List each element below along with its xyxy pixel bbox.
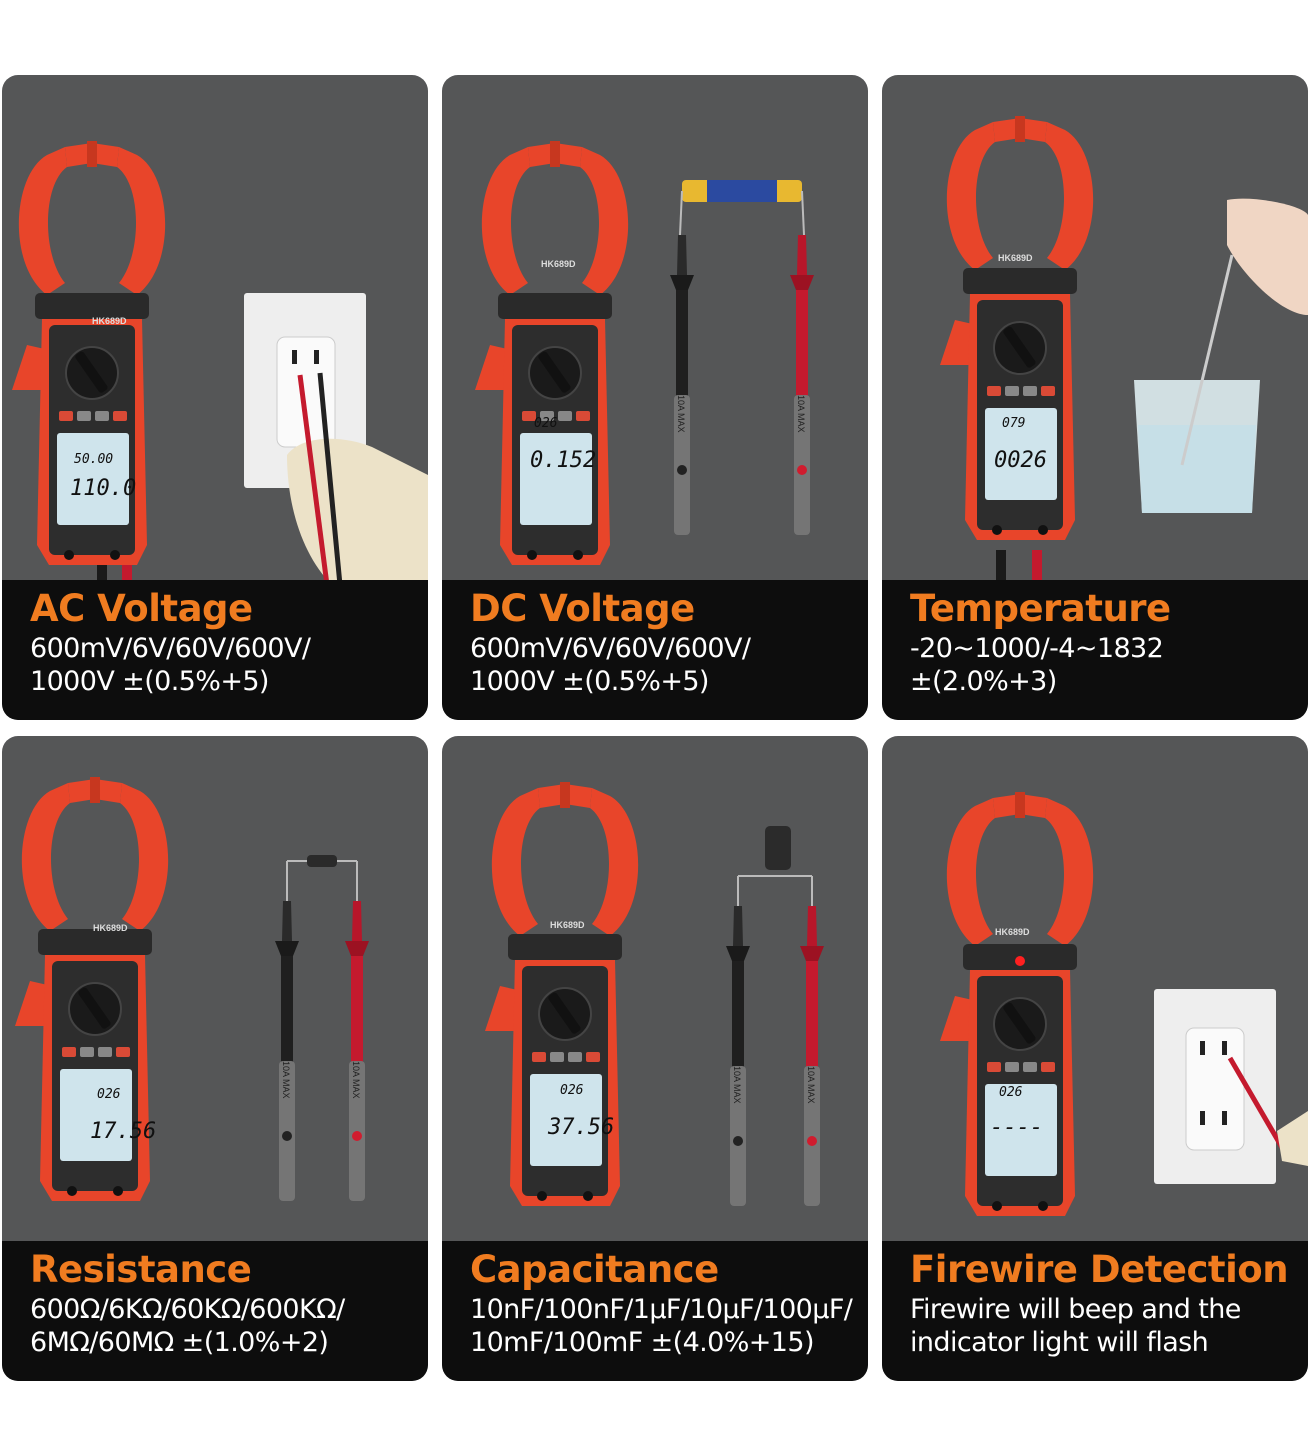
model-label: HK689D (93, 923, 128, 933)
firewire-scene: HK689D 026 ---- (939, 791, 1308, 1217)
panel-spec-line1: 600mV/6V/60V/600V/ (30, 633, 311, 664)
resistance-scene: HK689D 026 17.56 10A MAX 10A MAX (14, 776, 369, 1202)
model-label: HK689D (541, 259, 576, 269)
lcd-top-reading: 50.00 (74, 452, 113, 467)
panel-title: AC Voltage (30, 587, 253, 630)
panel-spec-line2: indicator light will flash (910, 1327, 1209, 1358)
lcd-main-reading: 17.56 (90, 1119, 156, 1144)
dc-voltage-scene: HK689D 026 0.152 10A MAX 10A MAX (474, 140, 814, 566)
panel-spec-line1: 10nF/100nF/1μF/10μF/100μF/ (470, 1294, 853, 1325)
probe-label: 10A MAX (796, 395, 806, 433)
probe-label: 10A MAX (281, 1061, 291, 1099)
caption-capacitance: Capacitance 10nF/100nF/1μF/10μF/100μF/ 1… (442, 1241, 868, 1381)
gloved-hand (287, 438, 428, 585)
panel-title: Temperature (910, 587, 1171, 630)
capacitor (765, 826, 791, 870)
probe-label: 10A MAX (732, 1066, 742, 1104)
model-label: HK689D (92, 316, 127, 326)
model-label: HK689D (995, 927, 1030, 937)
panel-title: DC Voltage (470, 587, 695, 630)
caption-resistance: Resistance 600Ω/6KΩ/60KΩ/600KΩ/ 6MΩ/60MΩ… (2, 1241, 428, 1381)
caption-ac-voltage: AC Voltage 600mV/6V/60V/600V/ 1000V ±(0.… (2, 580, 428, 720)
panel-resistance: HK689D 026 17.56 10A MAX 10A MAX Resista… (2, 736, 428, 1381)
lcd-main-reading: 0.152 (530, 448, 596, 473)
lcd-top-reading: 079 (1002, 416, 1025, 431)
panel-spec-line2: ±(2.0%+3) (910, 666, 1057, 697)
panel-spec-line1: 600Ω/6KΩ/60KΩ/600KΩ/ (30, 1294, 345, 1325)
lcd-main-reading: 0026 (994, 448, 1047, 473)
caption-temperature: Temperature -20~1000/-4~1832 ±(2.0%+3) (882, 580, 1308, 720)
capacitance-scene: HK689D 026 37.56 10A MAX 10A MAX (484, 781, 824, 1207)
panel-ac-voltage: HK689D 50.00 110.0 AC Voltage 600mV/6V/6… (2, 75, 428, 720)
panel-title: Firewire Detection (910, 1248, 1289, 1291)
gloved-hand (1277, 1111, 1308, 1166)
caption-dc-voltage: DC Voltage 600mV/6V/60V/600V/ 1000V ±(0.… (442, 580, 868, 720)
probe-label: 10A MAX (806, 1066, 816, 1104)
panel-spec-line1: -20~1000/-4~1832 (910, 633, 1164, 664)
model-label: HK689D (550, 920, 585, 930)
panel-spec-line2: 6MΩ/60MΩ ±(1.0%+2) (30, 1327, 329, 1358)
lcd-main-reading: 37.56 (547, 1115, 614, 1140)
lcd-main-reading: ---- (990, 1115, 1043, 1140)
probe-label: 10A MAX (351, 1061, 361, 1099)
model-label: HK689D (998, 253, 1033, 263)
indicator-light (1015, 956, 1025, 966)
panel-spec-line2: 1000V ±(0.5%+5) (470, 666, 709, 697)
lcd-top-reading: 026 (97, 1087, 121, 1102)
lcd-top-reading: 026 (999, 1085, 1023, 1100)
panel-spec-line2: 10mF/100mF ±(4.0%+15) (470, 1327, 815, 1358)
panel-spec-line1: 600mV/6V/60V/600V/ (470, 633, 751, 664)
temperature-scene: HK689D 079 0026 (939, 115, 1308, 580)
panel-dc-voltage: HK689D 026 0.152 10A MAX 10A MAX DC Volt… (442, 75, 868, 720)
lcd-top-reading: 026 (534, 416, 558, 431)
lcd-main-reading: 110.0 (70, 476, 136, 501)
panel-title: Capacitance (470, 1248, 719, 1291)
panel-title: Resistance (30, 1248, 252, 1291)
panel-temperature: HK689D 079 0026 Temperature -20~1000/-4~… (882, 75, 1308, 720)
caption-firewire-detection: Firewire Detection Firewire will beep an… (882, 1241, 1308, 1381)
probe-label: 10A MAX (676, 395, 686, 433)
panel-capacitance: HK689D 026 37.56 10A MAX 10A MAX Capacit… (442, 736, 868, 1381)
panel-firewire-detection: HK689D 026 ---- Firewire Detection Firew… (882, 736, 1308, 1381)
resistor (307, 855, 337, 867)
panel-spec-line1: Firewire will beep and the (910, 1294, 1241, 1325)
lcd-top-reading: 026 (560, 1083, 584, 1098)
hand (1227, 198, 1308, 315)
panel-spec-line2: 1000V ±(0.5%+5) (30, 666, 269, 697)
